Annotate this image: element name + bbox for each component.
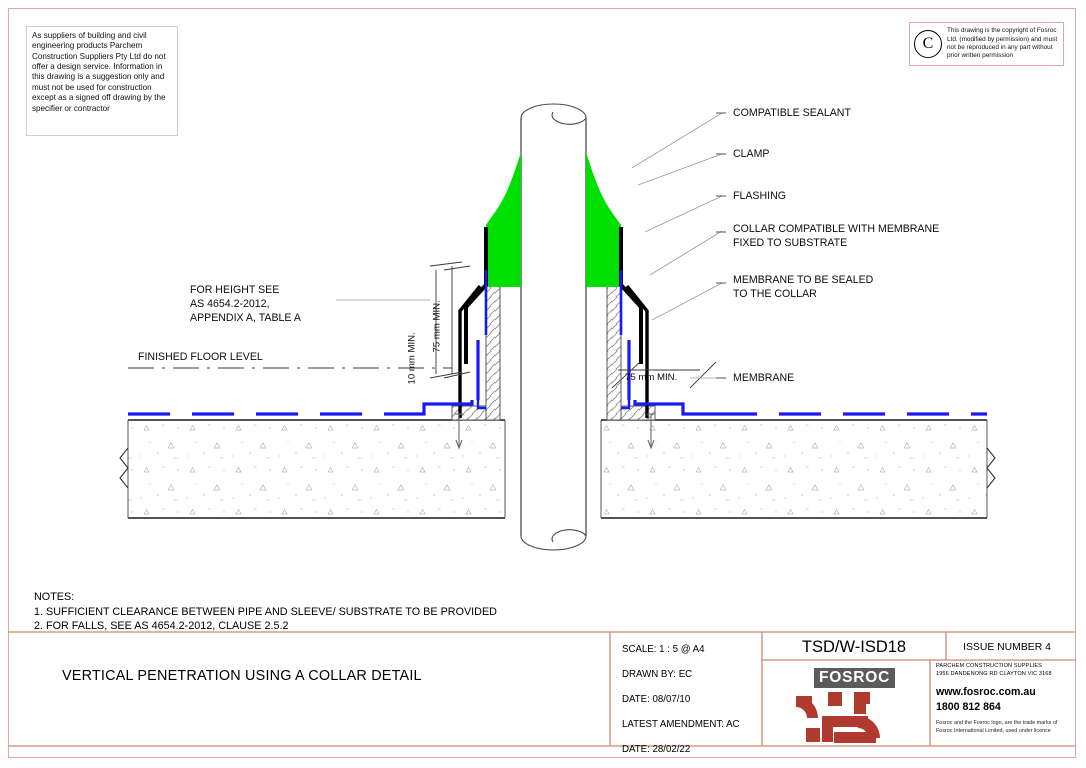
dimension-lines (429, 261, 717, 389)
issue-number: ISSUE NUMBER 4 (963, 641, 1051, 653)
callout-leaders (631, 112, 723, 379)
drawn-by-row: DRAWN BY: EC (622, 669, 693, 680)
fosroc-logo: FOSROC (766, 662, 926, 746)
notes-heading: NOTES: (34, 591, 75, 603)
callout-membrane-sealed: MEMBRANE TO BE SEALED TO THE COLLAR (733, 274, 874, 300)
note-item-1: 1. SUFFICIENT CLEARANCE BETWEEN PIPE AND… (34, 605, 497, 618)
note-item-2: 2. FOR FALLS, SEE AS 4654.2-2012, CLAUSE… (34, 620, 289, 633)
callout-clamp: CLAMP (733, 148, 770, 160)
disclaimer-box: As suppliers of building and civil engin… (26, 26, 178, 136)
fosroc-glyph-icon (796, 692, 880, 743)
date-row: DATE: 08/07/10 (622, 694, 691, 705)
callout-membrane: MEMBRANE (733, 372, 795, 384)
concrete-slab-left (119, 419, 506, 519)
callout-collar: COLLAR COMPATIBLE WITH MEMBRANE FIXED TO… (733, 223, 940, 249)
concrete-slab-right (600, 419, 996, 519)
callout-for-height: FOR HEIGHT SEE AS 4654.2-2012, APPENDIX … (190, 284, 301, 324)
membrane-line (128, 270, 987, 416)
scale-row: SCALE: 1 : 5 @ A4 (622, 644, 705, 655)
sleeve-wall-left (451, 271, 501, 421)
disclaimer-text: As suppliers of building and civil engin… (32, 31, 166, 113)
fosroc-wordmark: FOSROC (814, 668, 896, 688)
company-name: PARCHEM CONSTRUCTION SUPPLIES (936, 663, 1042, 669)
membrane-sleeve-tail (476, 340, 631, 410)
copyright-text: This drawing is the copyright of Fosroc … (947, 27, 1058, 60)
flashing-collar-left (464, 227, 488, 364)
fixing-left (455, 413, 463, 450)
flashing-collar-right (619, 227, 643, 364)
latest-amendment-row: LATEST AMENDMENT: AC (622, 719, 740, 730)
amendment-date-row: DATE: 28/02/22 (622, 744, 691, 755)
copyright-box: C This drawing is the copyright of Fosro… (909, 22, 1064, 66)
copyright-icon: C (914, 30, 942, 58)
notes-block: NOTES: 1. SUFFICIENT CLEARANCE BETWEEN P… (34, 590, 497, 634)
drawing-number: TSD/W-ISD18 (801, 637, 907, 656)
dimension-75mm-min-horizontal: 75 mm MIN. (625, 372, 678, 383)
trademark-notice: Fosroc and the Fosroc logo, are the trad… (936, 719, 1058, 734)
drawing-title: VERTICAL PENETRATION USING A COLLAR DETA… (62, 668, 422, 684)
fixing-right (647, 413, 655, 450)
collar-right (625, 284, 649, 418)
title-block-left: SCALE: 1 : 5 @ A4 DRAWN BY: EC DATE: 08/… (612, 634, 760, 755)
company-details: PARCHEM CONSTRUCTION SUPPLIES 1956 DANDE… (936, 662, 1068, 735)
compatible-sealant-fill (486, 152, 621, 287)
callout-ticks (716, 112, 726, 379)
collar-left (458, 284, 482, 418)
company-phone: 1800 812 864 (936, 700, 1001, 713)
callout-compatible-sealant: COMPATIBLE SEALANT (733, 107, 851, 119)
callout-finished-floor-level: FINISHED FLOOR LEVEL (138, 351, 263, 363)
sheet-border (8, 8, 1076, 758)
callout-flashing: FLASHING (733, 190, 786, 202)
company-address: 1956 DANDENONG RD CLAYTON VIC 3168 (936, 671, 1052, 678)
company-website[interactable]: www.fosroc.com.au (936, 685, 1036, 698)
